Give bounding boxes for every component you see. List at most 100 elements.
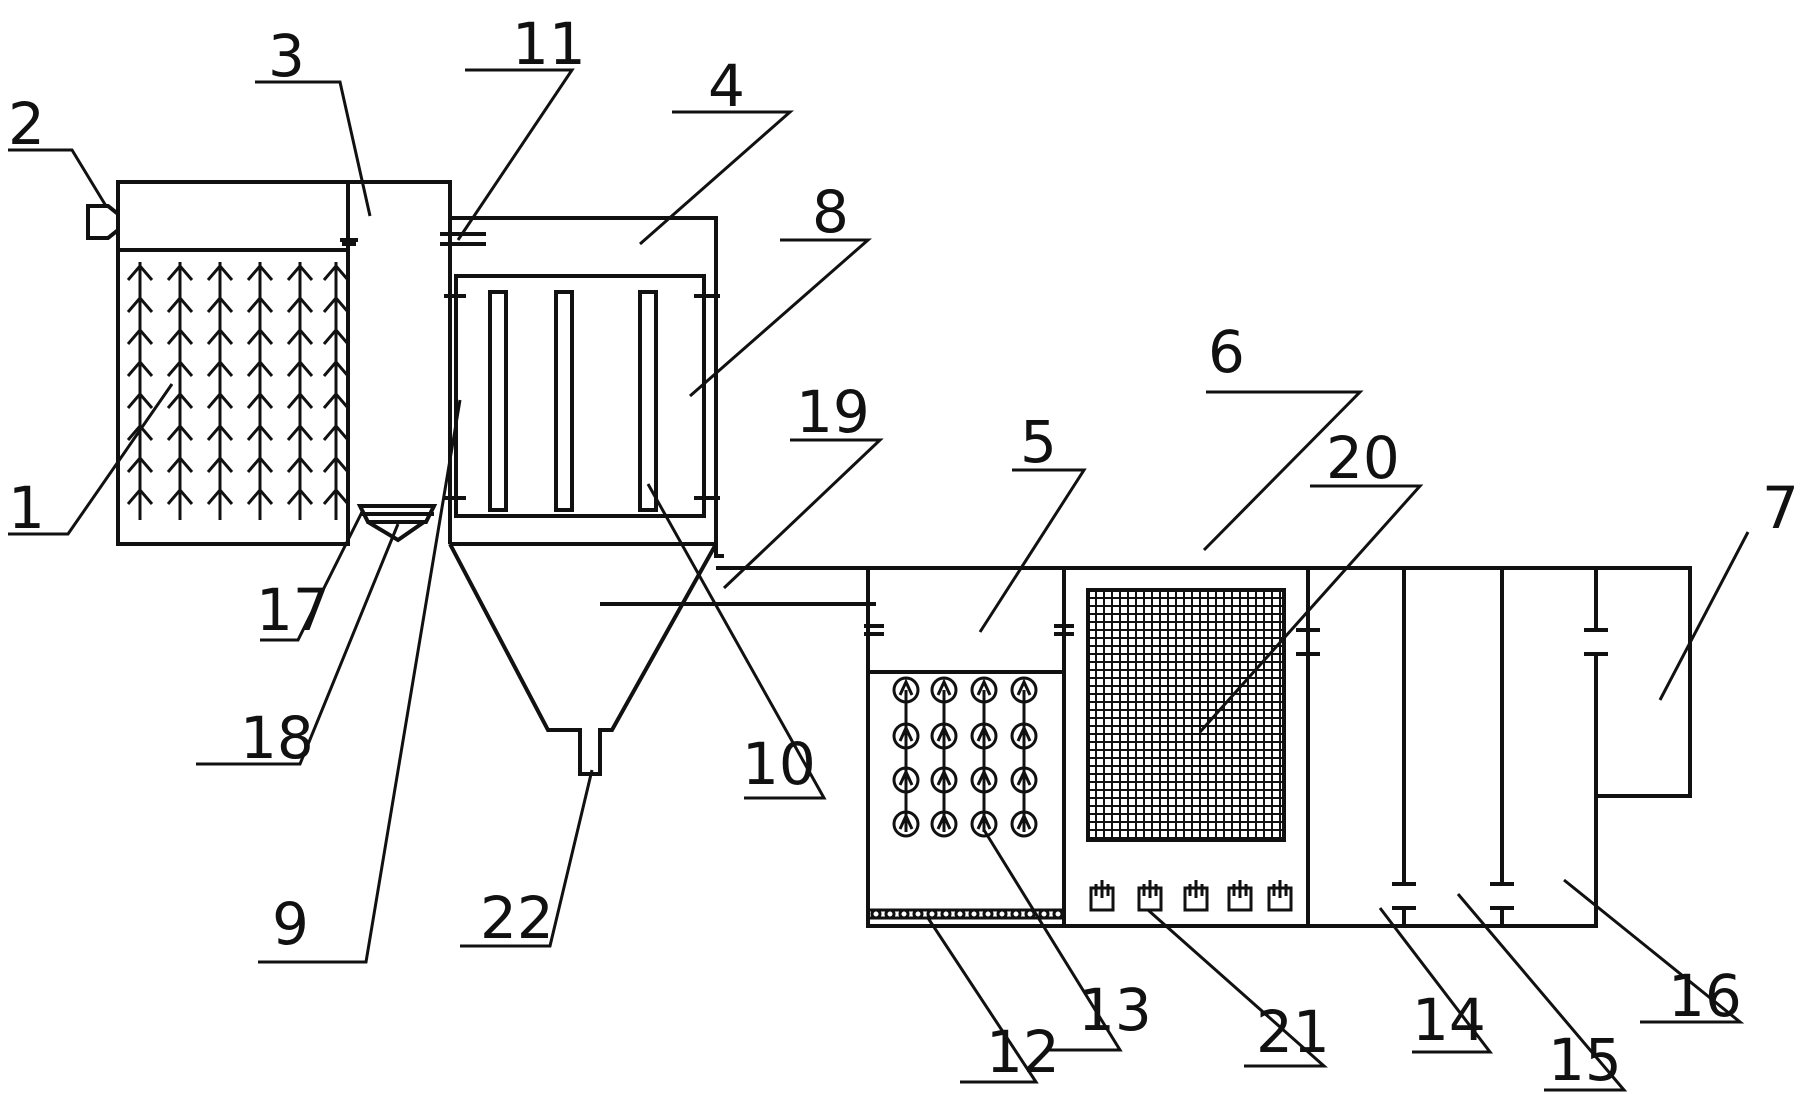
diffuser-arrow (936, 768, 952, 786)
tanks-14-16 (1296, 566, 1692, 928)
plant-leaf (166, 455, 194, 473)
plant-leaf (246, 423, 274, 441)
label-16: 16 (1668, 962, 1742, 1030)
plant-leaf (286, 455, 314, 473)
diffuser-ring (970, 766, 998, 794)
aerator-hole (954, 908, 966, 920)
plant-leaf (166, 423, 194, 441)
diffuser-arrow (898, 812, 914, 830)
plant-leaf (322, 455, 350, 473)
label-21: 21 (1256, 998, 1330, 1066)
plant-leaf (166, 359, 194, 377)
diffuser-ring (930, 676, 958, 704)
diffuser-arrow (936, 724, 952, 742)
diffuser-ring (970, 676, 998, 704)
aerator-hole (926, 908, 938, 920)
plant-leaf (322, 263, 350, 281)
diffuser-arrow (936, 678, 952, 696)
aerator-hole (1038, 908, 1050, 920)
units-21 (1089, 880, 1293, 912)
diffuser-arrow (976, 768, 992, 786)
diffuser-array (892, 676, 1038, 838)
diffuser-icon (1010, 722, 1038, 750)
tank-1-plant-bed (116, 180, 452, 546)
diffuser-icon (892, 676, 920, 704)
plant-leaf (206, 423, 234, 441)
diffuser-ring (892, 676, 920, 704)
plant-leaf (126, 391, 154, 409)
diffuser-arrow (1016, 678, 1032, 696)
diffuser-arrow (976, 812, 992, 830)
labels: 1 2 3 11 4 8 19 5 6 20 7 17 18 9 22 10 1… (8, 10, 1799, 1094)
diffuser-icon (930, 766, 958, 794)
plant-leaf (126, 455, 154, 473)
diffuser-ring (1010, 676, 1038, 704)
label-6: 6 (1208, 318, 1245, 386)
plant-leaf (206, 487, 234, 505)
plant-leaf (166, 295, 194, 313)
plant-icon (166, 262, 194, 520)
plant-leaf (126, 327, 154, 345)
tank-6 (1062, 566, 1310, 928)
label-20: 20 (1326, 424, 1400, 492)
pump-17-18 (356, 504, 438, 543)
plant-leaf (286, 359, 314, 377)
aerator-hole (1052, 908, 1064, 920)
label-7: 7 (1762, 474, 1799, 542)
diffuser-icon (892, 766, 920, 794)
plant-leaf (126, 295, 154, 313)
aerator-hole (884, 908, 896, 920)
plant-icon (246, 262, 274, 520)
diffuser-arrow (976, 724, 992, 742)
diffuser-icon (970, 676, 998, 704)
plant-leaf (286, 487, 314, 505)
unit-21-icon (1089, 880, 1115, 912)
plant-leaf (206, 391, 234, 409)
diffuser-icon (930, 810, 958, 838)
plant-leaf (206, 359, 234, 377)
hopper-22 (448, 543, 724, 776)
plant-leaf (322, 423, 350, 441)
diffuser-ring (930, 810, 958, 838)
diffuser-icon (970, 722, 998, 750)
plant-leaf (246, 263, 274, 281)
plant-icon (322, 262, 350, 520)
aerator-hole (940, 908, 952, 920)
aerator-hole (968, 908, 980, 920)
plant-leaf (206, 263, 234, 281)
diffuser-arrow (898, 678, 914, 696)
diffuser-ring (1010, 766, 1038, 794)
diffuser-icon (970, 810, 998, 838)
unit-21-icon (1227, 880, 1253, 912)
label-5: 5 (1020, 408, 1057, 476)
plant-leaf (246, 455, 274, 473)
aerator-hole (982, 908, 994, 920)
label-12: 12 (986, 1018, 1060, 1086)
diffuser-arrow (1016, 812, 1032, 830)
diffuser-arrow (936, 812, 952, 830)
label-17: 17 (256, 576, 330, 644)
label-2: 2 (8, 90, 45, 158)
plant-leaf (246, 487, 274, 505)
diffuser-ring (930, 766, 958, 794)
plant-icon (286, 262, 314, 520)
plant-leaf (166, 263, 194, 281)
aerator-pipe (870, 908, 1064, 920)
tank-5 (864, 566, 1074, 928)
plant-leaf (126, 487, 154, 505)
plant-leaf (286, 263, 314, 281)
plant-leaf (206, 295, 234, 313)
diffuser-ring (1010, 722, 1038, 750)
plant-leaf (206, 455, 234, 473)
plant-icon (206, 262, 234, 520)
aerator-hole (1010, 908, 1022, 920)
diffuser-icon (1010, 676, 1038, 704)
plant-leaf (246, 327, 274, 345)
label-22: 22 (480, 884, 554, 952)
column-3 (340, 232, 486, 544)
label-14: 14 (1412, 986, 1486, 1054)
plant-leaf (286, 391, 314, 409)
diffuser-icon (970, 766, 998, 794)
mesh-grid (1088, 590, 1284, 840)
baffle-plate (488, 290, 508, 512)
